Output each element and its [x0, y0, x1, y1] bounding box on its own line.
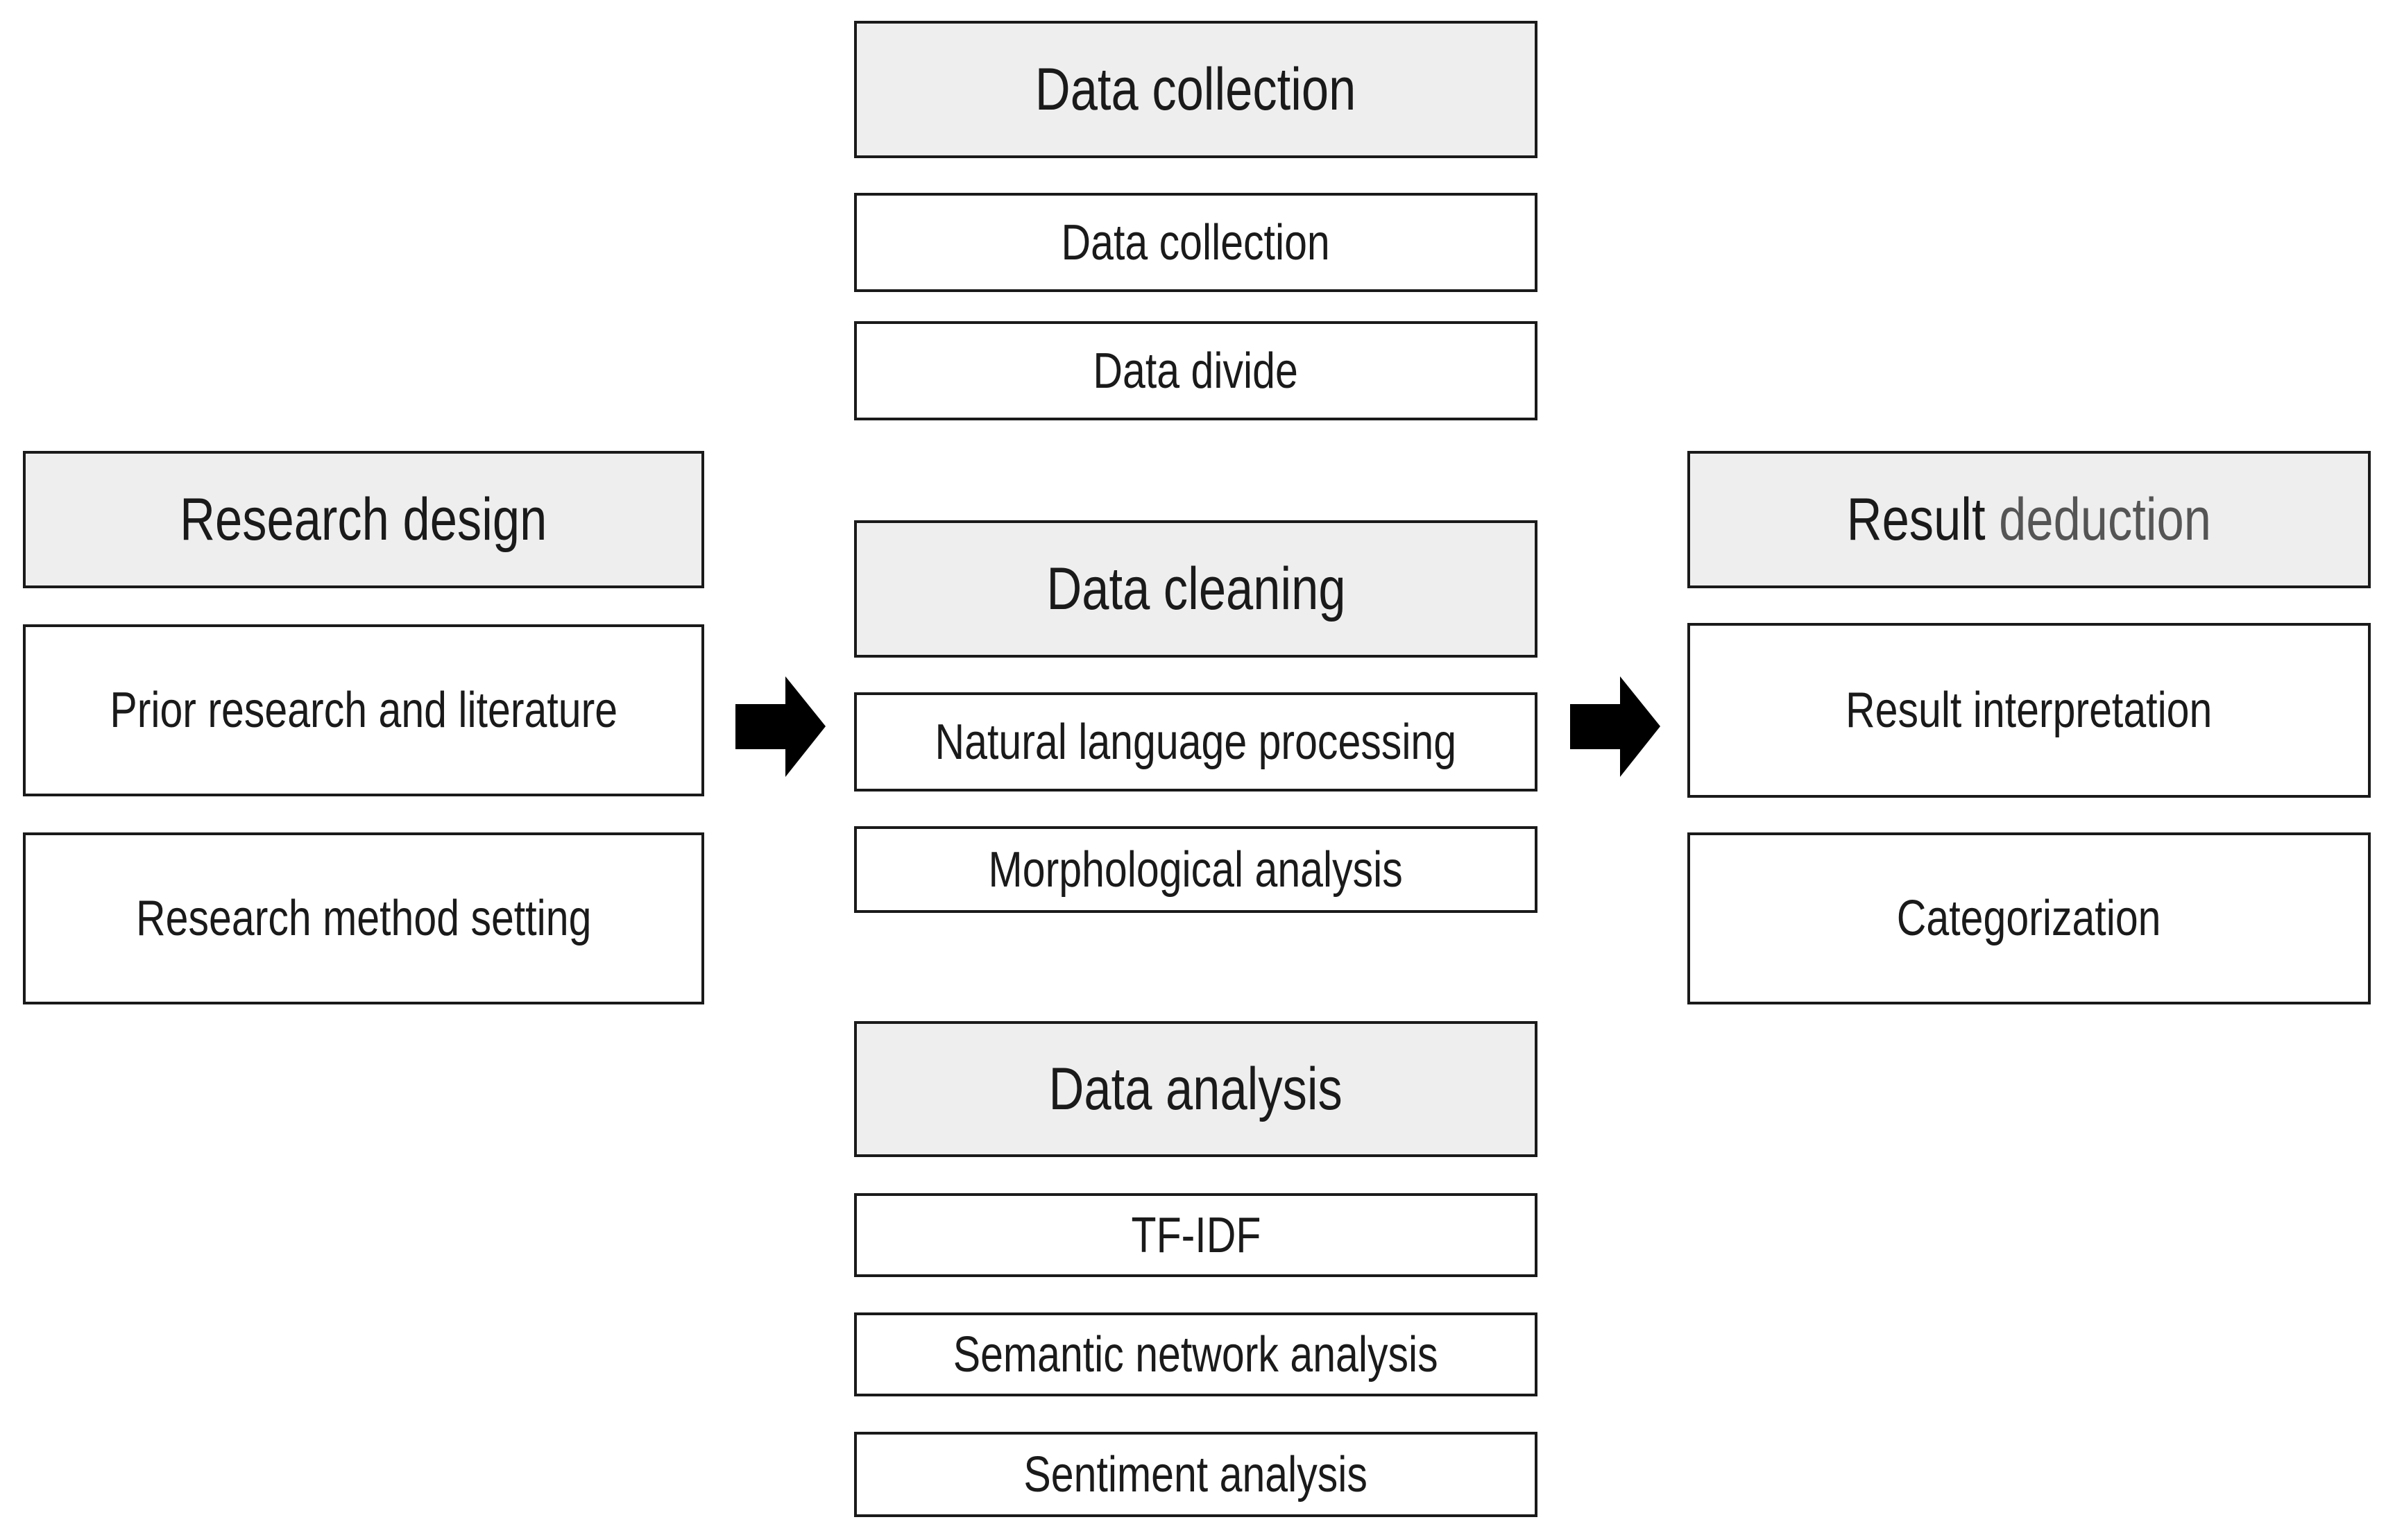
right-arrow-icon: [1570, 676, 1660, 777]
data-analysis-header: Data analysis: [854, 1021, 1537, 1157]
right-arrow-icon: [735, 676, 826, 777]
research-design-title: Research design: [180, 486, 547, 553]
data-collection-header: Data collection: [854, 21, 1537, 158]
morphological-analysis-box: Morphological analysis: [854, 826, 1537, 913]
sentiment-analysis-box: Sentiment analysis: [854, 1432, 1537, 1517]
research-method-label: Research method setting: [135, 891, 592, 946]
prior-research-box: Prior research and literature: [23, 624, 704, 796]
research-design-header: Research design: [23, 451, 704, 588]
data-collection-item-label: Data collection: [1061, 214, 1331, 271]
result-deduction-title-part2: deduction: [1999, 486, 2212, 553]
result-deduction-title-part1: Result: [1846, 486, 1986, 553]
data-divide-label: Data divide: [1093, 343, 1299, 399]
data-cleaning-title: Data cleaning: [1046, 555, 1346, 622]
tf-idf-label: TF-IDF: [1131, 1207, 1261, 1263]
data-analysis-title: Data analysis: [1048, 1055, 1343, 1122]
morphological-analysis-label: Morphological analysis: [988, 841, 1404, 898]
data-cleaning-header: Data cleaning: [854, 520, 1537, 658]
data-divide-box: Data divide: [854, 321, 1537, 420]
result-deduction-header: Result deduction: [1687, 451, 2371, 588]
result-interpretation-box: Result interpretation: [1687, 623, 2371, 798]
semantic-network-box: Semantic network analysis: [854, 1312, 1537, 1396]
result-deduction-title: Result deduction: [1847, 486, 2211, 554]
tf-idf-box: TF-IDF: [854, 1193, 1537, 1277]
sentiment-analysis-label: Sentiment analysis: [1023, 1446, 1368, 1503]
data-collection-title: Data collection: [1035, 55, 1356, 123]
semantic-network-label: Semantic network analysis: [953, 1326, 1438, 1383]
categorization-box: Categorization: [1687, 832, 2371, 1004]
research-method-box: Research method setting: [23, 832, 704, 1004]
nlp-label: Natural language processing: [935, 714, 1457, 770]
nlp-box: Natural language processing: [854, 692, 1537, 792]
categorization-label: Categorization: [1897, 891, 2161, 946]
data-collection-item-box: Data collection: [854, 193, 1537, 292]
result-interpretation-label: Result interpretation: [1846, 683, 2213, 738]
prior-research-label: Prior research and literature: [110, 683, 617, 738]
